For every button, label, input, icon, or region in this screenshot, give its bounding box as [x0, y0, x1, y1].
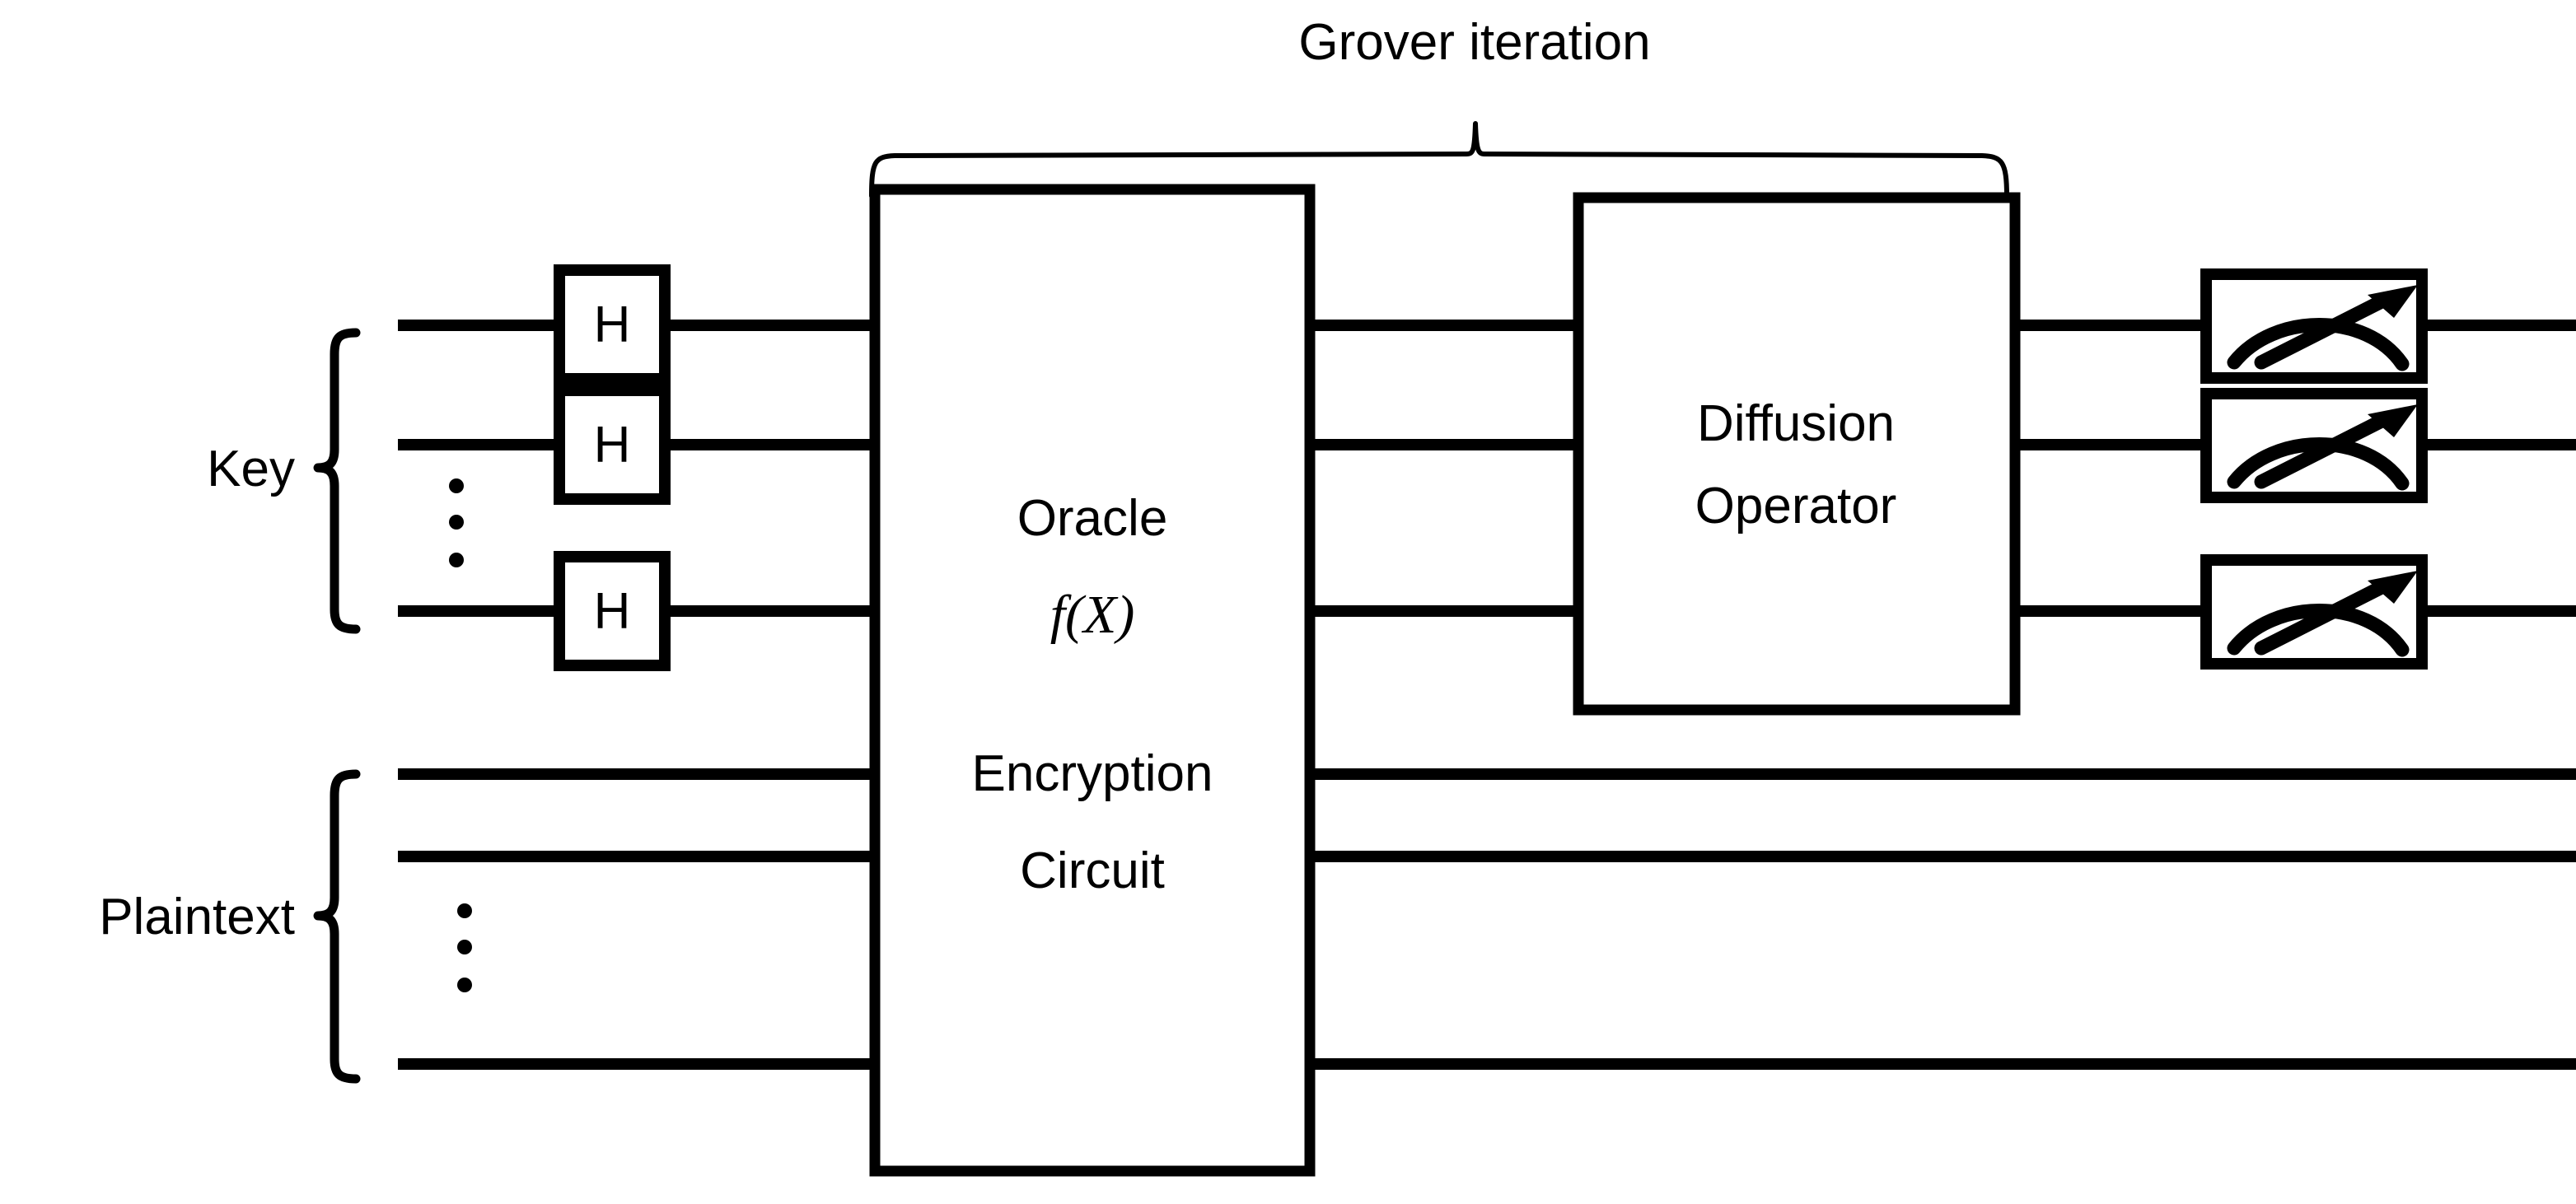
register-label-key: Key: [207, 441, 295, 497]
hadamard-gate-3[interactable]: H: [554, 551, 671, 671]
measurement-meter-1[interactable]: [2200, 268, 2428, 384]
oracle-block[interactable]: Oracle f(X) Encryption Circuit: [869, 184, 1316, 1177]
hadamard-gate-2[interactable]: H: [554, 385, 671, 505]
plaintext-register-brace: [313, 769, 361, 1084]
vertical-ellipsis-icon-key: [449, 478, 464, 567]
hadamard-gate-1[interactable]: H: [554, 264, 671, 385]
oracle-label-line3: Encryption: [972, 745, 1213, 802]
vertical-ellipsis-icon-plaintext: [457, 903, 472, 992]
oracle-label-line1: Oracle: [1017, 490, 1168, 547]
measurement-meter-3[interactable]: [2200, 554, 2428, 670]
oracle-label-line4: Circuit: [1020, 842, 1165, 899]
page-title: Grover iteration: [1298, 14, 1650, 71]
register-label-plaintext: Plaintext: [99, 889, 295, 945]
diffusion-label-line2: Operator: [1695, 478, 1897, 534]
oracle-label-fx: f(X): [1050, 585, 1135, 645]
diffusion-label-line1: Diffusion: [1697, 395, 1895, 452]
hadamard-gate-label: H: [594, 583, 631, 640]
hadamard-gate-label: H: [594, 296, 631, 353]
diffusion-operator-block[interactable]: Diffusion Operator: [1573, 192, 2021, 716]
hadamard-gate-label: H: [594, 417, 631, 474]
top-brace-icon: [869, 121, 2009, 198]
measurement-meter-2[interactable]: [2200, 388, 2428, 503]
key-register-brace: [313, 328, 361, 634]
